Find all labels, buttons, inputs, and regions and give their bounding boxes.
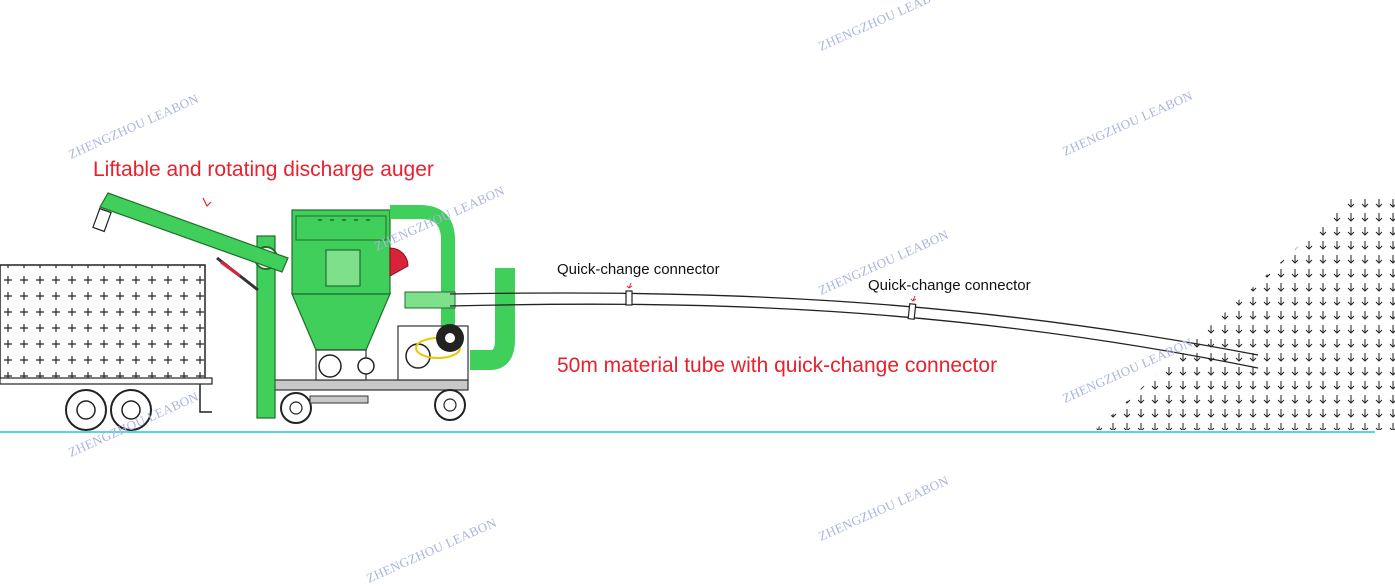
quick-connector-1 <box>625 290 633 306</box>
connector-label-1: Quick-change connector <box>557 261 720 278</box>
connector-label-2: Quick-change connector <box>868 277 1031 294</box>
material-tube <box>202 197 1259 369</box>
rotary-valve-icon <box>318 354 342 378</box>
truck-wheel <box>65 389 107 431</box>
tube-label: 50m material tube with quick-change conn… <box>557 354 998 377</box>
auger-label: Liftable and rotating discharge auger <box>93 158 434 181</box>
dust-collector <box>291 209 409 381</box>
chassis-wheel <box>434 389 466 421</box>
roots-blower <box>397 324 469 381</box>
chassis-wheel <box>280 392 312 424</box>
tow-bar <box>309 395 369 404</box>
return-duct <box>390 205 455 330</box>
material-pile <box>1095 195 1395 430</box>
truck-trailer <box>0 264 213 431</box>
fan-icon <box>389 247 409 277</box>
machine-chassis <box>257 379 469 424</box>
quick-connector-2 <box>907 303 917 320</box>
truck-wheel <box>110 389 152 431</box>
discharge-auger <box>92 192 289 292</box>
outlet-elbow <box>470 268 515 370</box>
